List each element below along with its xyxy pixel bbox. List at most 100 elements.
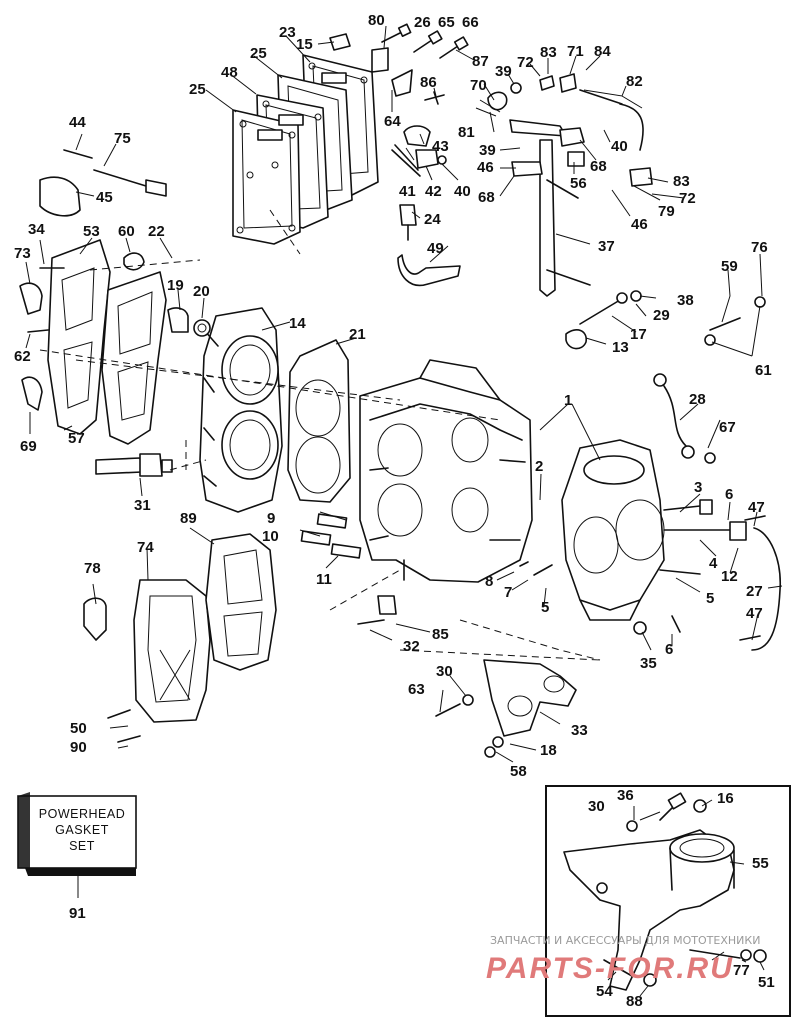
top-screws bbox=[329, 23, 469, 97]
callout-17: 17 bbox=[630, 326, 647, 343]
callout-57: 57 bbox=[68, 430, 85, 447]
callout-46a: 46 bbox=[477, 159, 494, 176]
callout-46b: 46 bbox=[631, 216, 648, 233]
callout-90: 90 bbox=[70, 739, 87, 756]
callout-40a: 40 bbox=[454, 183, 471, 200]
callout-56: 56 bbox=[570, 175, 587, 192]
callout-67: 67 bbox=[719, 419, 736, 436]
callout-72b: 72 bbox=[679, 190, 696, 207]
callout-75: 75 bbox=[114, 130, 131, 147]
callout-20: 20 bbox=[193, 283, 210, 300]
callout-73: 73 bbox=[14, 245, 31, 262]
callout-64: 64 bbox=[384, 113, 401, 130]
throttle-linkage bbox=[475, 73, 653, 297]
callout-43: 43 bbox=[432, 138, 449, 155]
callout-3: 3 bbox=[694, 479, 702, 496]
watermark: ЗАПЧАСТИ И АКСЕССУАРЫ ДЛЯ МОТОТЕХНИКИ PA… bbox=[486, 934, 760, 985]
callout-5a: 5 bbox=[706, 590, 714, 607]
callout-24: 24 bbox=[424, 211, 441, 228]
callout-14: 14 bbox=[289, 315, 306, 332]
watermark-logo-text: PARTS-FOR.RU bbox=[486, 952, 734, 985]
ground-wire bbox=[653, 373, 716, 464]
callout-68b: 68 bbox=[478, 189, 495, 206]
callout-72a: 72 bbox=[517, 54, 534, 71]
callout-12: 12 bbox=[721, 568, 738, 585]
callout-70: 70 bbox=[470, 77, 487, 94]
callout-22: 22 bbox=[148, 223, 165, 240]
gasket-set-box: POWERHEAD GASKET SET bbox=[17, 792, 137, 898]
callout-42: 42 bbox=[425, 183, 442, 200]
callout-30a: 30 bbox=[436, 663, 453, 680]
callout-58: 58 bbox=[510, 763, 527, 780]
callout-54: 54 bbox=[596, 983, 613, 1000]
spark-plug bbox=[95, 453, 173, 477]
callout-41: 41 bbox=[399, 183, 416, 200]
callout-6b: 6 bbox=[665, 641, 673, 658]
callout-32: 32 bbox=[403, 638, 420, 655]
bypass-covers bbox=[19, 149, 167, 445]
callout-33: 33 bbox=[571, 722, 588, 739]
callout-26: 26 bbox=[414, 14, 431, 31]
callout-49: 49 bbox=[427, 240, 444, 257]
callout-25a: 25 bbox=[250, 45, 267, 62]
callout-47a: 47 bbox=[748, 499, 765, 516]
callout-62: 62 bbox=[14, 348, 31, 365]
callout-48: 48 bbox=[221, 64, 238, 81]
callout-77: 77 bbox=[733, 962, 750, 979]
callout-65: 65 bbox=[438, 14, 455, 31]
callout-76: 76 bbox=[751, 239, 768, 256]
callout-10: 10 bbox=[262, 528, 279, 545]
leader-lines bbox=[25, 25, 783, 997]
callout-50: 50 bbox=[70, 720, 87, 737]
alignment-lines bbox=[39, 209, 601, 661]
callout-60: 60 bbox=[118, 223, 135, 240]
callout-79: 79 bbox=[658, 203, 675, 220]
callout-2: 2 bbox=[535, 458, 543, 475]
callout-38: 38 bbox=[677, 292, 694, 309]
callout-4: 4 bbox=[709, 555, 718, 572]
callout-47b: 47 bbox=[746, 605, 763, 622]
callout-80: 80 bbox=[368, 12, 385, 29]
cylinder-head bbox=[167, 307, 351, 513]
callout-83b: 83 bbox=[673, 173, 690, 190]
callout-45: 45 bbox=[96, 189, 113, 206]
callout-39b: 39 bbox=[479, 142, 496, 159]
gasket-set-line2: GASKET bbox=[55, 823, 109, 837]
callout-82: 82 bbox=[626, 73, 643, 90]
callout-25b: 25 bbox=[189, 81, 206, 98]
gasket-set-line3: SET bbox=[69, 839, 95, 853]
callout-19: 19 bbox=[167, 277, 184, 294]
callout-53: 53 bbox=[83, 223, 100, 240]
callout-61: 61 bbox=[755, 362, 772, 379]
callout-34: 34 bbox=[28, 221, 45, 238]
callout-16: 16 bbox=[717, 790, 734, 807]
lower-exhaust-plate bbox=[83, 533, 277, 743]
callout-15: 15 bbox=[296, 36, 313, 53]
callout-23: 23 bbox=[279, 24, 296, 41]
callout-89: 89 bbox=[180, 510, 197, 527]
callout-40b: 40 bbox=[611, 138, 628, 155]
gasket-set-line1: POWERHEAD bbox=[39, 807, 125, 821]
lower-bracket bbox=[357, 595, 577, 758]
callout-1: 1 bbox=[564, 392, 572, 409]
callout-69: 69 bbox=[20, 438, 37, 455]
callout-37: 37 bbox=[598, 238, 615, 255]
callout-71: 71 bbox=[567, 43, 584, 60]
callout-81: 81 bbox=[458, 124, 475, 141]
callout-39a: 39 bbox=[495, 63, 512, 80]
callout-30b: 30 bbox=[588, 798, 605, 815]
callout-9: 9 bbox=[267, 510, 275, 527]
watermark-caption: ЗАПЧАСТИ И АКСЕССУАРЫ ДЛЯ МОТОТЕХНИКИ bbox=[490, 934, 760, 947]
callout-36: 36 bbox=[617, 787, 634, 804]
callout-28: 28 bbox=[689, 391, 706, 408]
callout-35: 35 bbox=[640, 655, 657, 672]
callout-labels: 1 2 3 4 5 5 6 6 7 8 9 10 11 12 13 14 15 … bbox=[14, 12, 775, 1010]
callout-74: 74 bbox=[137, 539, 154, 556]
callout-13: 13 bbox=[612, 339, 629, 356]
callout-27: 27 bbox=[746, 583, 763, 600]
callout-91: 91 bbox=[69, 905, 86, 922]
callout-51: 51 bbox=[758, 974, 775, 991]
callout-86: 86 bbox=[420, 74, 437, 91]
callout-7: 7 bbox=[504, 584, 512, 601]
